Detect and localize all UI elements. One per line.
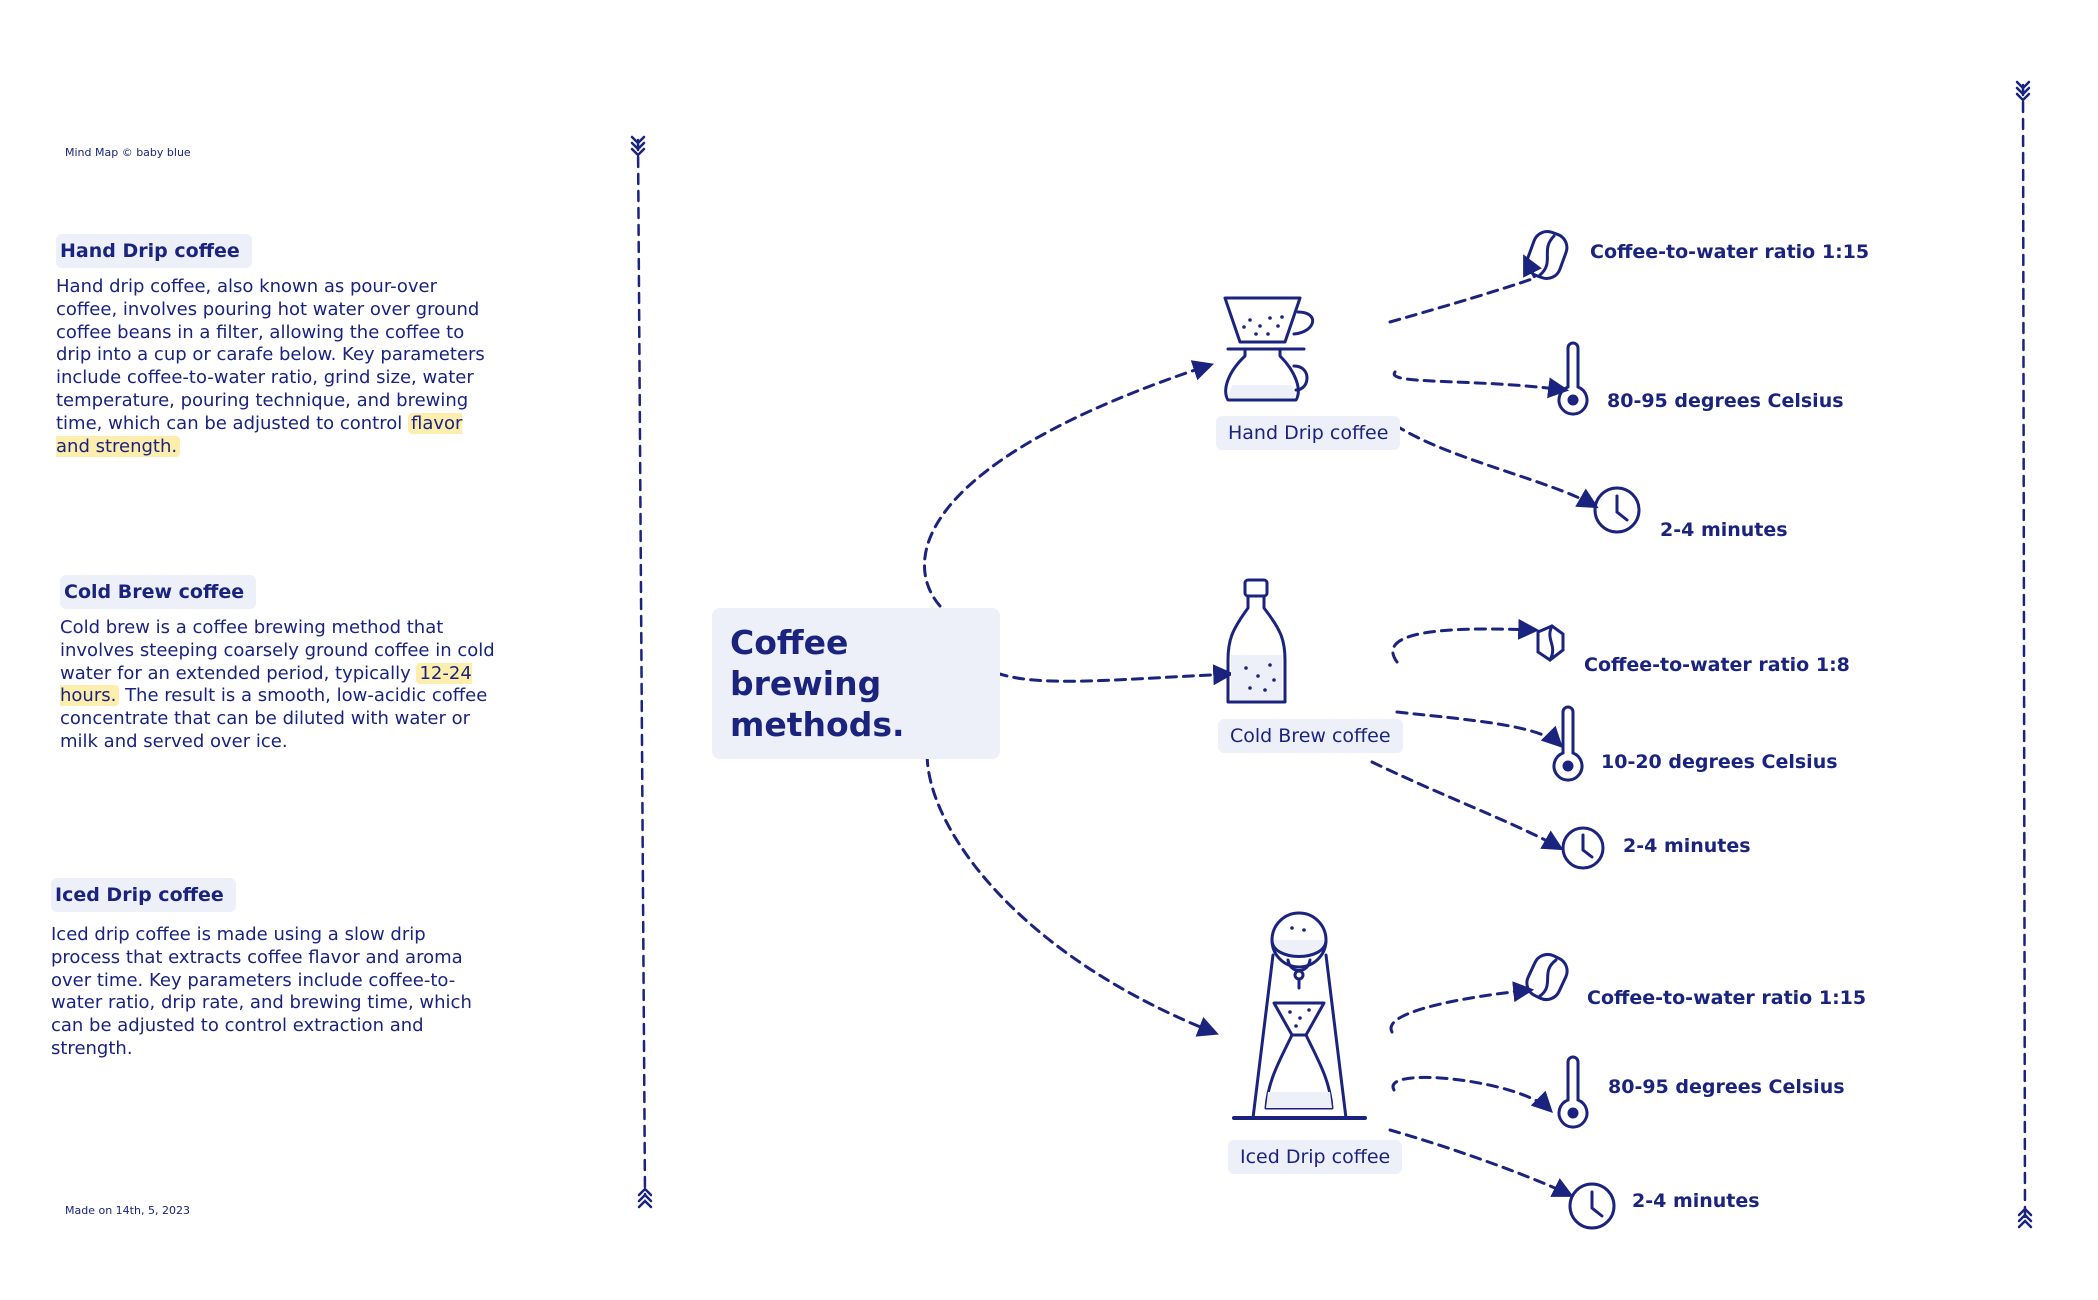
right-divider-top-cap-icon <box>2015 80 2031 102</box>
body-text: Hand drip coffee, also known as pour-ove… <box>56 276 485 434</box>
connector-iced-ratio <box>1389 981 1535 1034</box>
body-text-after: The result is a smooth, low-acidic coffe… <box>60 685 488 752</box>
param-cold-temp: 10-20 degrees Celsius <box>1601 751 1838 773</box>
section-body: Iced drip coffee is made using a slow dr… <box>51 924 491 1061</box>
param-hand-ratio: Coffee-to-water ratio 1:15 <box>1590 241 1870 263</box>
right-divider-line <box>2021 83 2027 1222</box>
connector-hand-temp <box>1392 370 1570 399</box>
section-body: Hand drip coffee, also known as pour-ove… <box>56 276 496 458</box>
param-iced-temp: 80-95 degrees Celsius <box>1608 1076 1845 1098</box>
connector-cold-temp <box>1395 710 1563 748</box>
thermometer-icon <box>1552 705 1584 782</box>
connector-cold-ratio <box>1391 618 1540 664</box>
method-label-cold-brew: Cold Brew coffee <box>1218 719 1403 753</box>
section-title: Hand Drip coffee <box>56 234 252 268</box>
connector-iced-temp <box>1391 1075 1553 1113</box>
coffee-bean-icon <box>1525 230 1569 280</box>
right-divider-bottom-cap-icon <box>2017 1207 2033 1229</box>
param-iced-time: 2-4 minutes <box>1632 1190 1760 1212</box>
coffee-bean-icon <box>1536 624 1565 662</box>
connector-center-cold-brew <box>980 664 1235 686</box>
param-cold-time: 2-4 minutes <box>1623 835 1751 857</box>
brand-label: Mind Map © baby blue <box>65 146 191 159</box>
left-divider-top-cap-icon <box>630 135 646 157</box>
section-iced-drip: Iced Drip coffee Iced drip coffee is mad… <box>51 878 491 1061</box>
param-cold-ratio: Coffee-to-water ratio 1:8 <box>1584 654 1850 676</box>
connector-hand-ratio <box>1388 254 1542 324</box>
body-text: Iced drip coffee is made using a slow dr… <box>51 924 472 1059</box>
connector-center-iced-drip <box>925 721 1219 1037</box>
section-title: Iced Drip coffee <box>51 878 236 912</box>
method-label-hand-drip: Hand Drip coffee <box>1216 416 1401 450</box>
connector-iced-time <box>1388 1128 1574 1197</box>
connector-cold-time <box>1370 760 1564 851</box>
thermometer-icon <box>1557 1055 1589 1129</box>
method-label-iced-drip: Iced Drip coffee <box>1228 1140 1403 1174</box>
bottle-icon <box>1226 578 1287 704</box>
section-hand-drip: Hand Drip coffee Hand drip coffee, also … <box>56 234 496 458</box>
section-title: Cold Brew coffee <box>60 575 257 609</box>
clock-icon <box>1561 826 1605 870</box>
section-cold-brew: Cold Brew coffee Cold brew is a coffee b… <box>60 575 500 754</box>
connector-center-hand-drip <box>922 360 1214 608</box>
center-node: Coffee brewing methods. <box>712 608 1000 759</box>
clock-icon <box>1593 486 1641 534</box>
body-text: Cold brew is a coffee brewing method tha… <box>60 617 495 684</box>
pour-over-icon <box>1223 296 1315 402</box>
section-body: Cold brew is a coffee brewing method tha… <box>60 617 500 754</box>
coffee-bean-icon <box>1525 952 1569 1002</box>
connector-hand-time <box>1393 423 1599 509</box>
param-hand-temp: 80-95 degrees Celsius <box>1607 390 1844 412</box>
param-iced-ratio: Coffee-to-water ratio 1:15 <box>1587 987 1867 1009</box>
iced-drip-tower-icon <box>1232 911 1367 1120</box>
left-divider-bottom-cap-icon <box>637 1187 653 1209</box>
param-hand-time: 2-4 minutes <box>1660 519 1788 541</box>
clock-icon <box>1568 1182 1616 1230</box>
left-divider-line <box>636 138 647 1197</box>
made-on-label: Made on 14th, 5, 2023 <box>65 1204 190 1217</box>
thermometer-icon <box>1557 341 1589 416</box>
